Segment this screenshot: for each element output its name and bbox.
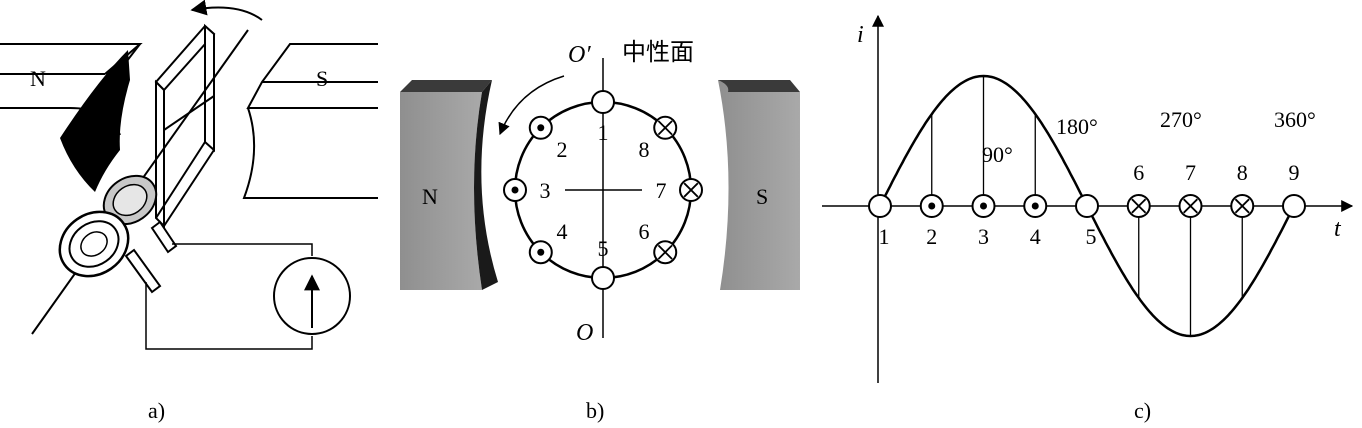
- slip-rings-a: [58, 174, 158, 278]
- conductor-7-b: [679, 178, 703, 202]
- point-9-c: [1282, 194, 1306, 218]
- point-5-c: [1075, 194, 1099, 218]
- conductor-6-b: [653, 240, 678, 265]
- position-label-1-b: 1: [598, 120, 609, 145]
- point-6-c: [1126, 194, 1151, 218]
- pole-label-s-a: S: [316, 66, 328, 91]
- conductor-5-b-ring: [591, 266, 615, 290]
- rotation-arrow-a: [190, 0, 263, 21]
- point-1-c-ring: [868, 194, 892, 218]
- panel-a: N S: [0, 0, 378, 423]
- point-label-6-c: 6: [1133, 160, 1144, 185]
- magnet-s-a: [242, 43, 378, 199]
- pole-label-n-b: N: [422, 184, 438, 209]
- point-3-c: [971, 194, 996, 218]
- point-5-c-ring: [1075, 194, 1099, 218]
- x-axis-label-c: t: [1334, 216, 1342, 242]
- brushes-a: [124, 220, 178, 294]
- conductor-8-b-cross-b: [657, 120, 673, 136]
- conductor-4-b: [528, 240, 553, 265]
- point-label-5-c: 5: [1086, 224, 1097, 249]
- caption-b: b): [586, 398, 604, 423]
- rotation-arrow-b: [498, 75, 565, 136]
- conductor-1-b: [591, 90, 615, 114]
- panel-b: N S O′ 中性面 O 1 234 5 678 b): [400, 38, 800, 423]
- caption-a: a): [148, 398, 165, 423]
- conductor-6-b-cross-b: [657, 244, 673, 260]
- drop-lines-c: [931, 76, 1243, 336]
- point-8-c-cross-b: [1234, 198, 1250, 214]
- y-axis-label-c: i: [857, 22, 864, 48]
- point-label-1-c: 1: [879, 224, 890, 249]
- pole-label-n-a: N: [30, 66, 46, 91]
- conductor-positions-b: 1 234 5 678: [503, 90, 703, 290]
- conductor-8-b: [653, 115, 678, 140]
- ammeter-a: [273, 257, 351, 335]
- position-label-3-b: 3: [540, 178, 551, 203]
- point-2-c: [919, 194, 944, 218]
- point-label-2-c: 2: [926, 224, 937, 249]
- pole-face-n-a: [60, 50, 130, 192]
- caption-c: c): [1134, 398, 1151, 423]
- conductor-2-b: [528, 115, 553, 140]
- conductor-2-b-dot: [537, 124, 545, 132]
- point-3-c-dot: [980, 202, 987, 210]
- angle-label-180: 180°: [1056, 114, 1098, 139]
- point-label-7-c: 7: [1185, 160, 1196, 185]
- point-label-4-c: 4: [1030, 224, 1041, 249]
- circuit-wires-a: [145, 243, 313, 350]
- conductor-5-b: [591, 266, 615, 290]
- conductor-1-b-ring: [591, 90, 615, 114]
- angle-label-360: 360°: [1274, 107, 1316, 132]
- point-4-c-dot: [1031, 202, 1039, 210]
- points-c: 1 2 3 4 5 6 7 8 9: [868, 160, 1306, 249]
- point-label-8-c: 8: [1237, 160, 1248, 185]
- position-label-2-b: 2: [556, 137, 567, 162]
- point-7-c-cross-b: [1183, 198, 1198, 214]
- angle-label-270: 270°: [1160, 107, 1202, 132]
- point-6-c-cross-b: [1131, 198, 1147, 214]
- pole-block-n-b: [400, 80, 498, 290]
- point-8-c: [1230, 194, 1255, 218]
- point-2-c-dot: [928, 202, 936, 210]
- conductor-4-b-dot: [537, 248, 545, 256]
- panel-c: i t 1 2 3 4 5 6 7 8 9 90° 180° 270° 360° c): [822, 14, 1354, 423]
- conductor-3-b: [503, 178, 527, 202]
- position-label-7-b: 7: [656, 178, 667, 203]
- point-7-c: [1178, 194, 1203, 218]
- conductor-3-b-dot: [511, 186, 519, 194]
- position-label-6-b: 6: [639, 219, 650, 244]
- neutral-plane-label-b: 中性面: [622, 38, 694, 66]
- axis-label-bottom-b: O: [576, 320, 593, 346]
- angle-label-90: 90°: [982, 142, 1013, 167]
- axis-label-top-b: O′: [568, 42, 591, 68]
- coil-a: [154, 23, 216, 229]
- point-4-c: [1023, 194, 1048, 218]
- point-9-c-ring: [1282, 194, 1306, 218]
- pole-block-s-b: [718, 80, 800, 290]
- position-label-5-b: 5: [598, 236, 609, 261]
- point-label-3-c: 3: [978, 224, 989, 249]
- point-1-c: [868, 194, 892, 218]
- position-label-8-b: 8: [639, 137, 650, 162]
- point-label-9-c: 9: [1289, 160, 1300, 185]
- pole-label-s-b: S: [756, 184, 768, 209]
- position-label-4-b: 4: [556, 219, 567, 244]
- conductor-7-b-cross-b: [683, 182, 699, 198]
